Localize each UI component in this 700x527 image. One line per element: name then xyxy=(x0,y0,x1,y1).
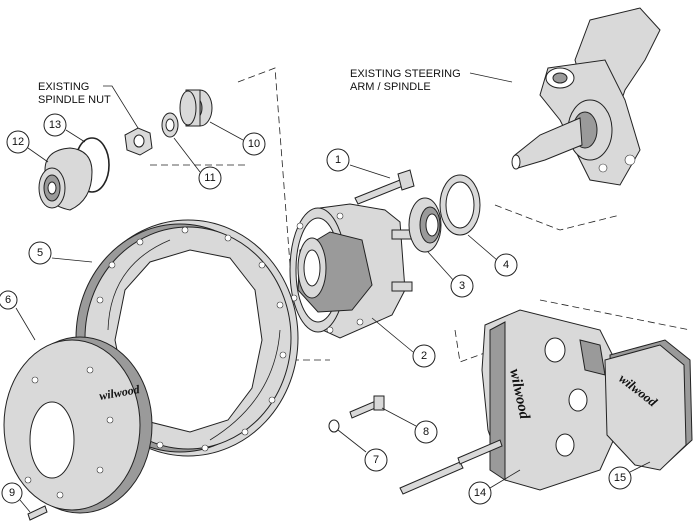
callouts: 1 2 3 4 5 6 7 xyxy=(0,113,651,513)
spindle-hardware xyxy=(38,89,213,211)
svg-text:8: 8 xyxy=(423,426,429,438)
brake-pad: wilwood xyxy=(604,339,693,471)
callout-7: 7 xyxy=(337,429,388,472)
caliper: wilwood xyxy=(481,309,621,491)
svg-text:5: 5 xyxy=(37,247,43,259)
shim-washer xyxy=(328,419,340,433)
callout-12: 12 xyxy=(6,130,49,163)
callout-3: 3 xyxy=(427,251,474,298)
callout-2: 2 xyxy=(371,317,436,368)
svg-text:9: 9 xyxy=(9,487,15,499)
svg-text:13: 13 xyxy=(49,119,61,131)
svg-text:3: 3 xyxy=(459,280,465,292)
inner-bearing xyxy=(408,197,442,253)
callout-14: 14 xyxy=(468,469,521,505)
svg-text:6: 6 xyxy=(5,294,11,306)
svg-text:12: 12 xyxy=(12,136,24,148)
hat-bolt xyxy=(27,505,48,521)
caliper-pins xyxy=(399,439,503,495)
wheel-stud xyxy=(354,169,415,205)
callout-11: 11 xyxy=(173,137,222,190)
svg-text:2: 2 xyxy=(421,350,427,362)
spindle-nut-label-line1: EXISTING xyxy=(38,81,89,93)
steering-arm-spindle xyxy=(511,7,661,186)
svg-text:11: 11 xyxy=(204,172,215,184)
rotor-hat: wilwood xyxy=(3,336,153,514)
callout-5: 5 xyxy=(28,241,93,265)
drilled-rotor xyxy=(75,219,299,457)
label-steering-arm: EXISTING STEERING ARM / SPINDLE xyxy=(350,68,513,93)
grease-seal xyxy=(439,174,481,236)
callout-10: 10 xyxy=(209,121,266,156)
bracket-bolt xyxy=(349,395,385,419)
svg-text:14: 14 xyxy=(474,487,486,499)
callout-1: 1 xyxy=(326,148,391,179)
hub xyxy=(289,203,413,339)
callout-13: 13 xyxy=(43,113,86,143)
svg-text:7: 7 xyxy=(373,454,379,466)
spindle-nut-label-line2: SPINDLE NUT xyxy=(38,94,111,106)
steering-arm-label-line2: ARM / SPINDLE xyxy=(350,81,431,93)
callout-15: 15 xyxy=(608,461,651,490)
callout-8: 8 xyxy=(381,407,438,444)
callout-6: 6 xyxy=(0,290,36,341)
callout-9: 9 xyxy=(1,482,31,513)
spindle-nut xyxy=(124,127,153,156)
steering-arm-label-line1: EXISTING STEERING xyxy=(350,68,461,80)
svg-text:10: 10 xyxy=(248,138,260,150)
outer-bearing xyxy=(179,89,213,127)
dust-cap xyxy=(38,147,93,211)
washer xyxy=(161,112,179,138)
label-spindle-nut: EXISTING SPINDLE NUT xyxy=(38,81,139,129)
svg-text:4: 4 xyxy=(503,259,509,271)
svg-text:1: 1 xyxy=(335,154,341,166)
svg-text:15: 15 xyxy=(614,472,626,484)
callout-4: 4 xyxy=(467,234,518,277)
